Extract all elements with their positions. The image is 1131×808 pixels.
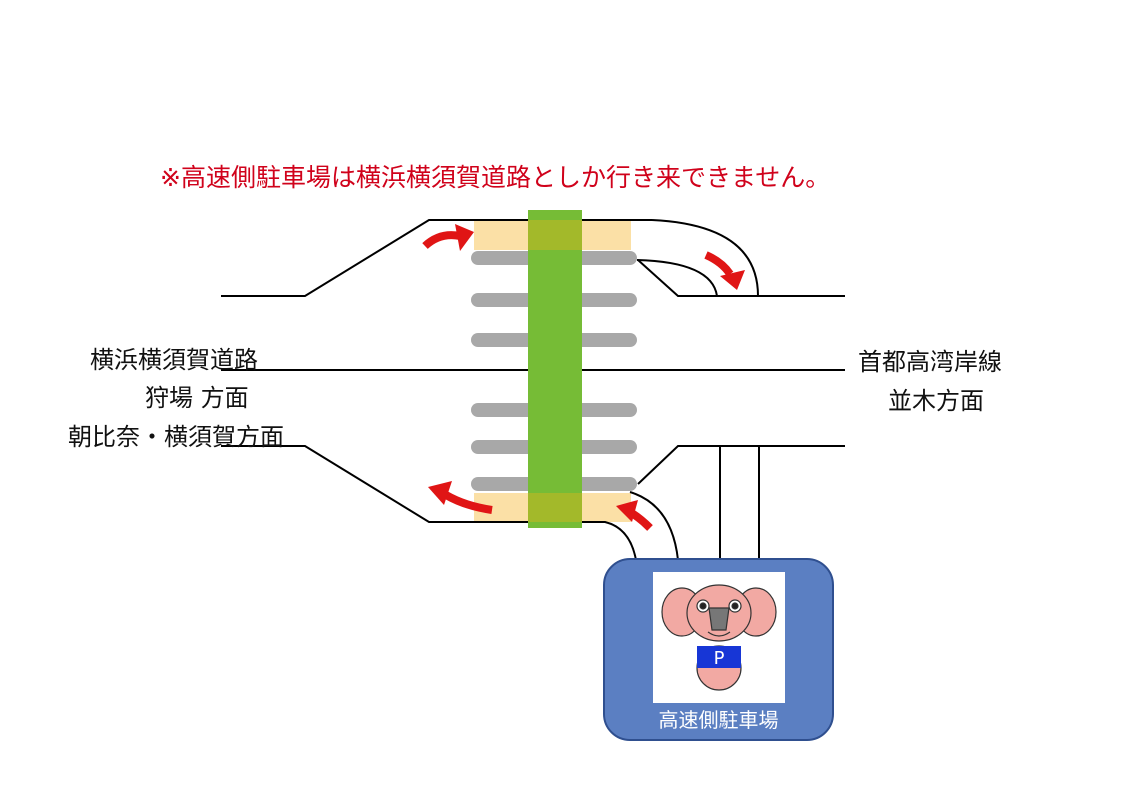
- parking-label: 高速側駐車場: [658, 708, 779, 732]
- parking-sign: P: [714, 648, 725, 669]
- arrow-icon: [616, 500, 653, 531]
- right-label-wangan: 首都高湾岸線: [858, 348, 1002, 376]
- notice-text: ※高速側駐車場は横浜横須賀道路としか行き来できません。: [160, 163, 831, 192]
- koala-mascot-icon: [661, 584, 777, 691]
- arrow-icon: [704, 251, 745, 290]
- left-label-road: 横浜横須賀道路: [90, 346, 258, 374]
- right-label-namiki: 並木方面: [888, 387, 984, 415]
- left-label-asahina: 朝比奈・横須賀方面: [68, 423, 284, 451]
- left-label-kariba: 狩場 方面: [145, 384, 249, 412]
- bridge: [528, 210, 582, 528]
- arrow-icon: [428, 481, 493, 514]
- direction-arrows: [422, 224, 745, 531]
- arrow-icon: [422, 224, 474, 251]
